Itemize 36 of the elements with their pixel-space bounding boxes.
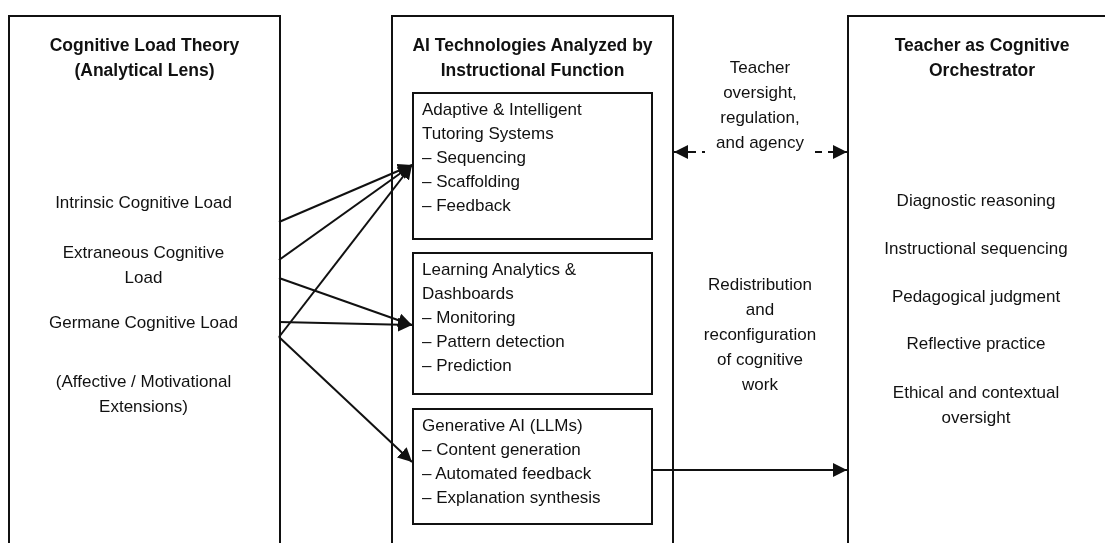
column-panel bbox=[847, 15, 1105, 543]
function-box bbox=[412, 408, 653, 525]
panel-title: Cognitive Load Theory (Analytical Lens) bbox=[48, 34, 241, 82]
item-text: (Affective / Motivational Extensions) bbox=[54, 371, 233, 418]
column-panel bbox=[8, 15, 281, 543]
column-panel bbox=[391, 15, 674, 543]
item-text: Reflective practice bbox=[906, 332, 1046, 355]
arrow bbox=[278, 277, 413, 327]
box-title: Generative AI (LLMs) bbox=[422, 415, 584, 437]
list-item: – Scaffolding bbox=[422, 171, 521, 193]
arrow bbox=[278, 317, 413, 332]
item-text: Ethical and contextual oversight bbox=[891, 382, 1061, 429]
item-text: Instructional sequencing bbox=[884, 237, 1068, 260]
box-title: Adaptive & Intelligent Tutoring Systems bbox=[422, 99, 583, 145]
arrow bbox=[278, 336, 413, 463]
list-item: – Prediction bbox=[422, 355, 513, 377]
function-box bbox=[412, 92, 653, 240]
list-item: – Monitoring bbox=[422, 307, 517, 329]
item-text: Intrinsic Cognitive Load bbox=[55, 191, 232, 214]
panel-title: Teacher as Cognitive Orchestrator bbox=[893, 34, 1071, 82]
function-box bbox=[412, 252, 653, 395]
item-text: Pedagogical judgment bbox=[891, 285, 1061, 308]
item-text: Germane Cognitive Load bbox=[49, 311, 238, 334]
arrow bbox=[652, 463, 848, 477]
list-item: – Automated feedback bbox=[422, 463, 593, 485]
list-item: – Explanation synthesis bbox=[422, 487, 602, 509]
list-item: – Feedback bbox=[422, 195, 512, 217]
panel-title: AI Technologies Analyzed by Instructional Function bbox=[411, 34, 654, 82]
box-title: Learning Analytics & Dashboards bbox=[422, 259, 578, 305]
arrow bbox=[278, 164, 413, 261]
item-text: Diagnostic reasoning bbox=[896, 189, 1056, 212]
arrow bbox=[278, 164, 413, 338]
list-item: – Sequencing bbox=[422, 147, 527, 169]
item-text: Extraneous Cognitive Load bbox=[61, 242, 226, 289]
list-item: – Pattern detection bbox=[422, 331, 566, 353]
list-item: – Content generation bbox=[422, 439, 582, 461]
